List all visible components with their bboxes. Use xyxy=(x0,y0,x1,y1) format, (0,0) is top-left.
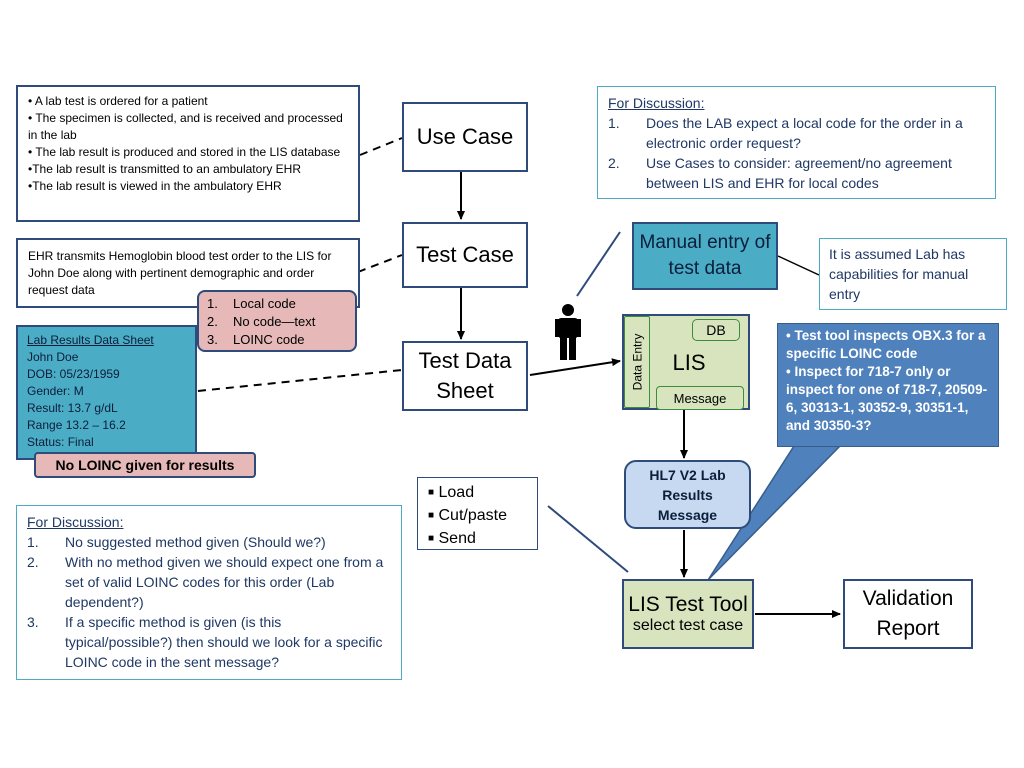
discussion-right-box: For Discussion: 1.Does the LAB expect a … xyxy=(597,86,996,199)
discussion-left-box: For Discussion: 1.No suggested method gi… xyxy=(16,505,402,680)
line-manual-note xyxy=(777,255,820,276)
person-icon xyxy=(555,304,581,360)
action-load: ■ Load xyxy=(428,484,475,501)
discussion-right-item: 2.Use Cases to consider: agreement/no ag… xyxy=(608,155,952,191)
data-sheet-line: Range 13.2 – 16.2 xyxy=(27,418,126,432)
data-sheet-title: Lab Results Data Sheet xyxy=(27,333,154,347)
hl7-message-node: HL7 V2 Lab Results Message xyxy=(624,460,751,529)
action-send: ■ Send xyxy=(428,530,476,547)
use-case-item: • A lab test is ordered for a patient xyxy=(28,94,208,108)
inspect-callout: • Test tool inspects OBX.3 for a specifi… xyxy=(777,323,999,447)
data-entry-strip: Data Entry xyxy=(624,316,650,408)
data-sheet-line: John Doe xyxy=(27,350,79,364)
db-component: DB xyxy=(692,319,740,341)
use-case-note: • A lab test is ordered for a patient • … xyxy=(16,85,360,222)
manual-entry-node: Manual entry of test data xyxy=(632,222,778,290)
actions-box: ■ Load ■ Cut/paste ■ Send xyxy=(417,477,538,550)
manual-entry-note: It is assumed Lab has capabilities for m… xyxy=(819,238,1007,310)
code-options-box: 1.Local code 2.No code—text 3.LOINC code xyxy=(197,290,357,352)
message-component: Message xyxy=(656,386,744,410)
discussion-left-title: For Discussion: xyxy=(27,514,124,530)
use-case-node: Use Case xyxy=(402,102,528,172)
use-case-item: •The lab result is viewed in the ambulat… xyxy=(28,179,282,193)
discussion-left-item: 2.With no method given we should expect … xyxy=(27,554,384,610)
lis-system-box: Data Entry DB LIS Message xyxy=(622,314,750,410)
inspect-callout-item: • Test tool inspects OBX.3 for a specifi… xyxy=(786,328,986,361)
code-option: 2.No code—text xyxy=(207,314,316,329)
data-sheet-line: Status: Final xyxy=(27,435,94,449)
discussion-right-title: For Discussion: xyxy=(608,95,705,111)
data-sheet-line: Gender: M xyxy=(27,384,84,398)
lis-label: LIS xyxy=(672,350,706,375)
code-option: 1.Local code xyxy=(207,296,296,311)
use-case-item: • The lab result is produced and stored … xyxy=(28,145,341,159)
line-actions-tool xyxy=(547,505,629,573)
use-case-item: •The lab result is transmitted to an amb… xyxy=(28,162,301,176)
code-option: 3.LOINC code xyxy=(207,332,305,347)
inspect-callout-item: • Inspect for 718-7 only or inspect for … xyxy=(786,364,988,433)
dash-connector-data-sheet xyxy=(197,369,403,392)
use-case-item: • The specimen is collected, and is rece… xyxy=(28,111,343,142)
test-case-note: EHR transmits Hemoglobin blood test orde… xyxy=(16,238,360,308)
test-case-note-text: EHR transmits Hemoglobin blood test orde… xyxy=(28,249,332,297)
no-loinc-label: No LOINC given for results xyxy=(34,452,256,478)
discussion-left-item: 1.No suggested method given (Should we?) xyxy=(27,534,326,550)
data-sheet-line: Result: 13.7 g/dL xyxy=(27,401,118,415)
dash-connector-test-case xyxy=(357,254,403,273)
lis-test-tool-title: LIS Test Tool xyxy=(628,593,748,616)
discussion-left-item: 3.If a specific method is given (is this… xyxy=(27,614,383,670)
data-sheet-note: Lab Results Data Sheet John Doe DOB: 05/… xyxy=(16,325,197,460)
validation-report-node: Validation Report xyxy=(843,579,973,649)
line-manual-entry xyxy=(576,231,621,297)
test-case-node: Test Case xyxy=(402,222,528,288)
data-sheet-line: DOB: 05/23/1959 xyxy=(27,367,120,381)
dash-connector-use-case xyxy=(359,137,403,156)
lis-test-tool-node: LIS Test Tool select test case xyxy=(622,579,754,649)
discussion-right-item: 1.Does the LAB expect a local code for t… xyxy=(608,115,963,151)
lis-test-tool-subtitle: select test case xyxy=(632,617,744,634)
test-data-sheet-node: Test Data Sheet xyxy=(402,341,528,411)
arrow-datasheet-lis xyxy=(529,358,621,376)
action-cut-paste: ■ Cut/paste xyxy=(428,507,507,524)
